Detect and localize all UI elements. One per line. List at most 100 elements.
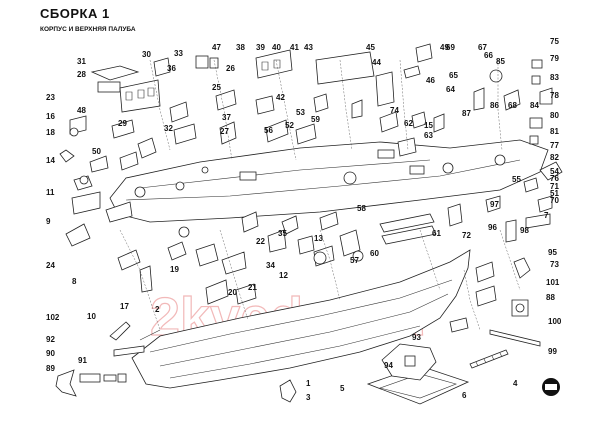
part-label: 25 [212,83,221,92]
part-label: 44 [372,58,381,67]
part-label: 88 [546,293,555,302]
page-number-mark [545,384,557,390]
part-label: 2 [155,305,160,314]
deck-hatch-square [377,149,395,159]
part-label: 89 [46,364,55,373]
part-label: 63 [424,131,433,140]
part-labels: 1 2 3 4 5 6 7 8 9 10 11 12 13 14 15 16 1… [46,37,562,402]
part-label: 66 [484,51,493,60]
part-label: 47 [212,43,221,52]
part-label: 23 [46,93,55,102]
part-label: 100 [548,317,562,326]
part-label: 9 [46,217,51,226]
part-label: 62 [404,119,413,128]
part-label: 90 [46,349,55,358]
part-label: 8 [72,277,77,286]
part-label: 3 [306,393,311,402]
part-label: 52 [285,121,294,130]
part-label: 94 [384,361,393,370]
part-label: 5 [340,384,345,393]
part-label: 46 [426,76,435,85]
part-label: 84 [530,101,539,110]
shaft-coupling [117,373,127,383]
part-label: 78 [550,91,559,100]
page-title: СБОРКА 1 [40,6,110,21]
part-label: 99 [548,347,557,356]
leader-lines [119,59,521,331]
part-label: 27 [220,127,229,136]
part-label: 14 [46,156,55,165]
part-label: 53 [296,108,305,117]
part-label: 31 [77,57,86,66]
part-label: 56 [264,126,273,135]
part-label: 35 [278,229,287,238]
part-label: 82 [550,153,559,162]
deck-hatch-round [175,181,185,191]
part-label: 1 [306,379,311,388]
part-label: 85 [496,57,505,66]
part-label: 54 [550,167,559,176]
part-label: 72 [462,231,471,240]
part-label: 65 [449,71,458,80]
part-label: 19 [170,265,179,274]
deck-hatch-round [343,171,357,185]
part-label: 50 [92,147,101,156]
propeller-shaft [79,373,101,383]
part-label: 33 [174,49,183,58]
part-label: 18 [46,128,55,137]
part-label: 49 [440,43,449,52]
part-label: 41 [290,43,299,52]
page-subtitle: КОРПУС И ВЕРХНЯЯ ПАЛУБА [40,26,136,33]
part-label: 15 [424,121,433,130]
part-label: 80 [550,111,559,120]
part-label: 98 [520,226,529,235]
part-label: 102 [46,313,60,322]
part-label: 37 [222,113,231,122]
bow-piece [109,321,131,341]
part-label: 22 [256,237,265,246]
part-label: 10 [87,312,96,321]
part-label: 70 [550,196,559,205]
part-label: 30 [142,50,151,59]
shaft-bracket [103,374,117,382]
part-label: 38 [236,43,245,52]
part-label: 28 [77,70,86,79]
part-label: 6 [462,391,467,400]
stand-slot [404,355,416,367]
part-label: 67 [478,43,487,52]
upper-deck [109,139,549,223]
keel-piece [113,345,145,357]
part-label: 69 [446,43,455,52]
part-label: 29 [118,119,127,128]
ring-hole [515,303,525,313]
ladder-part [469,349,509,369]
part-label: 39 [256,43,265,52]
part-label: 79 [550,54,559,63]
part-label: 20 [228,288,237,297]
part-label: 97 [490,200,499,209]
part-label: 51 [550,189,559,198]
part-label: 101 [546,278,560,287]
part-label: 13 [314,234,323,243]
part-label: 91 [78,356,87,365]
part-label: 17 [120,302,129,311]
part-label: 60 [370,249,379,258]
deck-hatch-square [239,171,257,181]
part-label: 73 [550,260,559,269]
part-label: 58 [357,204,366,213]
part-label: 74 [390,106,399,115]
upper-parts-group [59,43,563,333]
part-label: 76 [550,174,559,183]
part-label: 36 [167,64,176,73]
part-label: 43 [304,43,313,52]
part-label: 71 [550,182,559,191]
part-label: 26 [226,64,235,73]
part-label: 57 [350,256,359,265]
part-label: 4 [513,379,518,388]
part-label: 12 [279,271,288,280]
part-label: 96 [488,223,497,232]
part-label: 83 [550,73,559,82]
deck-hatch-round [134,186,146,198]
